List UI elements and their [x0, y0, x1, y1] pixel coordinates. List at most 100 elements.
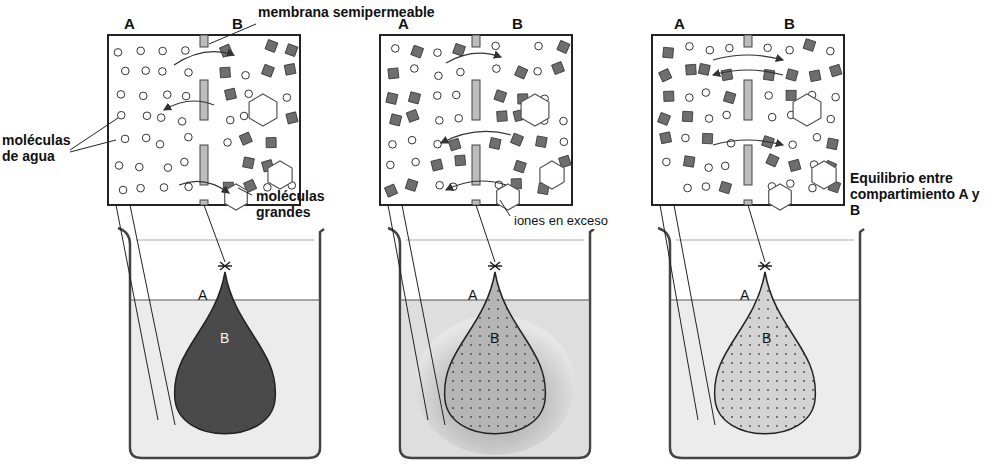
water-molecule	[705, 164, 713, 172]
ion	[827, 138, 839, 150]
water-molecule	[493, 65, 501, 73]
water-molecule	[412, 158, 420, 166]
ion	[536, 136, 548, 148]
rim-line	[406, 240, 584, 241]
water-molecule	[160, 184, 168, 192]
ion	[408, 92, 420, 104]
water-molecule	[387, 161, 395, 169]
callout-label: moléculas de agua	[2, 132, 74, 164]
flow-arrow	[713, 140, 783, 145]
water-molecule	[137, 184, 145, 192]
water-molecule	[226, 116, 234, 124]
compartment-label: A	[468, 287, 477, 303]
water-molecule	[178, 118, 186, 126]
water-molecule	[534, 68, 542, 76]
beaker-outline	[658, 228, 864, 458]
ion	[411, 45, 424, 58]
water-molecule	[560, 138, 568, 146]
water-molecule	[157, 114, 165, 122]
ion	[489, 138, 501, 150]
water-molecule	[164, 164, 172, 172]
inset-box	[652, 35, 844, 210]
water-molecule	[142, 67, 150, 75]
flow-arrow	[446, 181, 506, 190]
water-molecule	[139, 92, 147, 100]
water-molecule	[137, 47, 145, 55]
inset-frame	[380, 35, 572, 205]
beaker	[658, 228, 864, 458]
large-molecule	[521, 94, 549, 126]
water-molecule	[240, 112, 248, 120]
water-molecule	[535, 42, 543, 50]
zoom-line	[748, 205, 765, 262]
water-molecule	[117, 91, 125, 99]
large-molecule	[268, 161, 292, 189]
compartment-label: A	[398, 15, 409, 32]
water-molecule	[705, 115, 713, 123]
zoom-line	[130, 205, 175, 425]
zoom-line	[660, 205, 698, 420]
water-molecule	[135, 163, 143, 171]
ion	[265, 40, 278, 53]
water-molecule	[185, 69, 193, 77]
semipermeable-bag	[175, 272, 276, 434]
ion	[261, 64, 274, 77]
ion	[514, 160, 527, 173]
ion	[497, 111, 508, 122]
ion	[786, 69, 798, 81]
water-molecule	[143, 112, 151, 120]
water-molecule	[115, 162, 123, 170]
water-molecule	[706, 46, 714, 54]
zoom-line	[402, 205, 445, 425]
water-molecule	[768, 113, 776, 121]
water-molecule	[389, 141, 397, 149]
water-molecule	[789, 141, 797, 149]
large-molecule	[769, 184, 792, 210]
membrane-segment	[472, 145, 480, 185]
water-molecule	[492, 42, 500, 50]
water-molecule	[159, 68, 167, 76]
water-molecule	[119, 186, 127, 194]
water-molecule	[787, 180, 795, 188]
ion	[266, 138, 276, 148]
membrane-segment	[744, 200, 752, 205]
water-molecule	[408, 136, 416, 144]
water-molecule	[434, 140, 442, 148]
ion	[557, 40, 570, 53]
ion	[719, 181, 731, 193]
water-molecule	[181, 158, 189, 166]
water-molecule	[436, 181, 444, 189]
bag-tie	[758, 262, 772, 270]
ion	[686, 64, 697, 75]
flow-arrow	[179, 181, 229, 193]
compartment-label: A	[674, 15, 685, 32]
ion	[225, 88, 237, 100]
ion	[809, 70, 821, 82]
ion	[284, 63, 296, 75]
water-molecule	[686, 94, 694, 102]
water-molecule	[391, 45, 399, 53]
ion	[515, 66, 528, 79]
flow-arrow	[441, 131, 511, 143]
membrane-segment	[200, 35, 208, 47]
water-molecule	[142, 134, 150, 142]
ion	[511, 133, 524, 146]
ion	[384, 184, 397, 197]
ion	[659, 69, 672, 82]
ion	[803, 39, 816, 52]
ion	[829, 64, 841, 76]
bag-tie	[488, 262, 502, 270]
ion	[388, 68, 399, 79]
inset-box	[380, 35, 572, 210]
bag-particles	[445, 272, 546, 434]
water-molecule	[827, 47, 835, 55]
flow-arrow	[713, 55, 783, 60]
ion	[220, 67, 231, 78]
beaker	[388, 228, 594, 458]
membrane-segment	[472, 200, 480, 205]
beaker-outline	[388, 228, 594, 458]
compartment-label: B	[784, 15, 795, 32]
water-molecule	[117, 111, 125, 119]
water-molecule	[156, 141, 164, 149]
